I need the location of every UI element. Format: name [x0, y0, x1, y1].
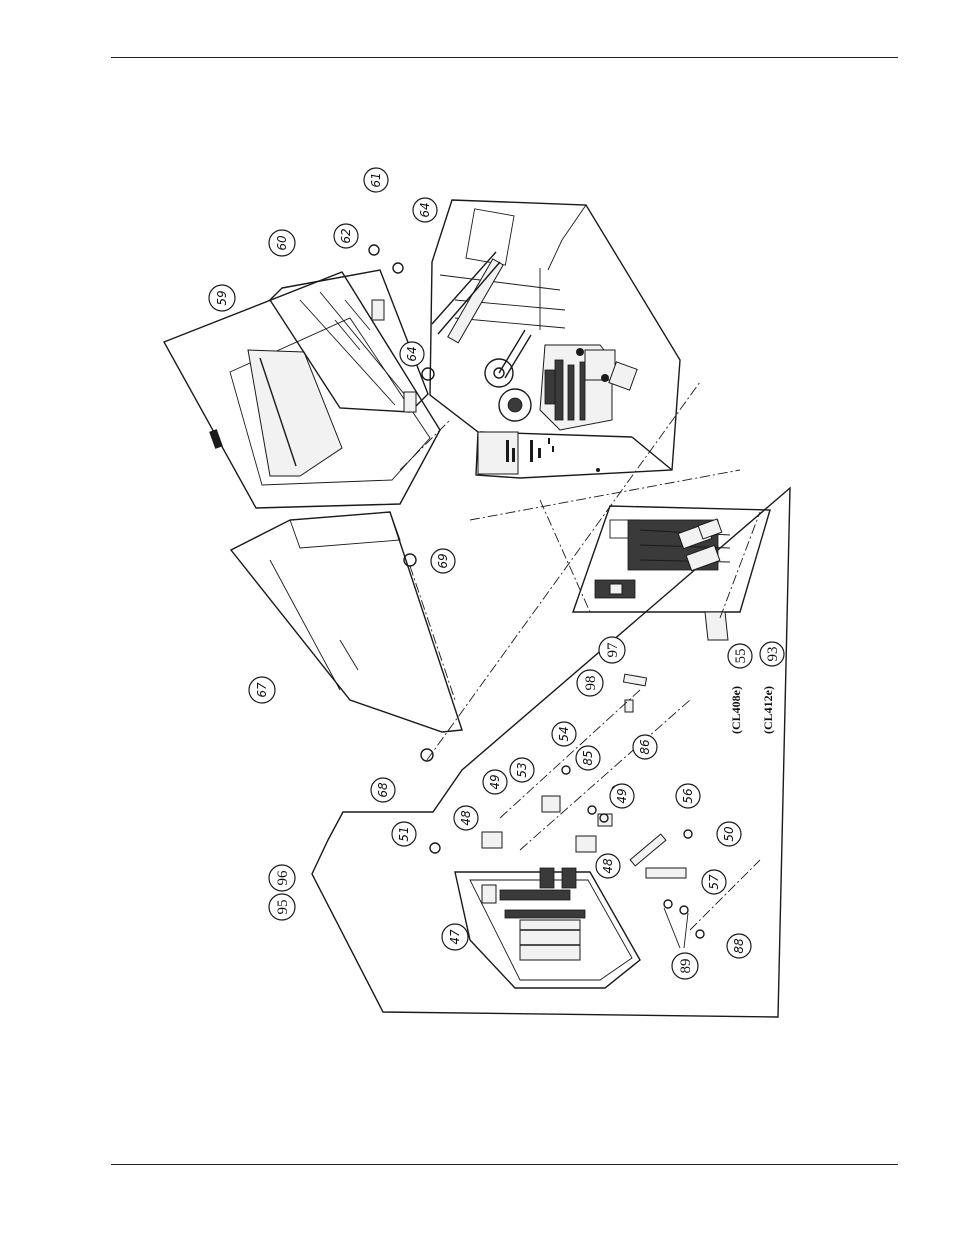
callout-95-label: 95	[275, 900, 291, 915]
callout-54-label: 54	[557, 726, 571, 741]
callout-88-label: 88	[732, 938, 746, 954]
callout-97: 97	[598, 636, 626, 664]
callout-68-label: 68	[376, 782, 390, 798]
callout-56: 56	[675, 783, 701, 809]
callout-98: 98	[576, 669, 604, 697]
callout-53: 53	[509, 757, 535, 783]
leader-lines	[399, 381, 761, 949]
callout-62: 62	[333, 223, 359, 249]
callout-53-label: 53	[515, 762, 529, 777]
side-panel-67	[229, 511, 463, 733]
callout-64-b: 64	[399, 341, 425, 367]
callout-48-b-label: 48	[601, 858, 615, 874]
callout-49-b: 49	[609, 783, 635, 809]
callout-97-label: 97	[605, 642, 621, 658]
callout-54: 54	[551, 721, 577, 747]
callout-61: 61	[363, 167, 389, 193]
callout-60-label: 60	[275, 235, 289, 251]
callout-88: 88	[726, 933, 752, 959]
callout-56-label: 56	[681, 788, 695, 804]
assembly-frame-95-96	[311, 486, 791, 1018]
callout-50: 50	[716, 821, 742, 847]
callout-59: 59	[208, 284, 236, 312]
callout-95: 95	[268, 893, 296, 921]
window-60	[269, 269, 429, 413]
callout-64-a-label: 64	[418, 202, 432, 217]
callout-49-a-label: 49	[488, 774, 502, 789]
callout-62-label: 62	[339, 228, 353, 243]
model-labels: (CL408e) (CL412e)	[729, 686, 775, 734]
callout-96: 96	[268, 864, 296, 892]
small-parts	[368, 244, 705, 939]
callout-85: 85	[575, 745, 601, 771]
top-rule	[111, 57, 898, 58]
callout-86: 86	[632, 734, 658, 760]
callout-55: 55	[727, 643, 753, 669]
callout-61-label: 61	[369, 172, 383, 187]
callout-67: 67	[248, 676, 276, 704]
callout-48-a: 48	[453, 805, 479, 831]
callout-96-label: 96	[275, 870, 291, 886]
callout-48-a-label: 48	[459, 810, 473, 826]
callout-93-label: 93	[765, 647, 781, 662]
main-board-55-93	[572, 505, 771, 641]
callout-68: 68	[370, 777, 396, 803]
callout-89: 89	[671, 952, 699, 980]
callout-64-a: 64	[412, 197, 438, 223]
callout-98-label: 98	[583, 676, 599, 691]
callout-51: 51	[391, 821, 417, 847]
callout-93: 93	[759, 641, 785, 667]
top-cover-59	[163, 271, 441, 509]
model-cl408e-label: (CL408e)	[729, 686, 743, 734]
frame-assembly-47	[454, 867, 641, 989]
callout-64-b-label: 64	[405, 346, 419, 361]
callout-51-label: 51	[397, 826, 411, 841]
callout-69-label: 69	[436, 553, 450, 568]
callout-89-label: 89	[678, 959, 694, 974]
callout-49-b-label: 49	[615, 788, 629, 803]
callout-57-label: 57	[707, 874, 721, 890]
callout-69: 69	[430, 548, 456, 574]
main-chassis	[429, 199, 681, 479]
callout-67-label: 67	[255, 682, 269, 698]
callout-59-label: 59	[215, 290, 229, 305]
callout-85-label: 85	[581, 750, 595, 765]
callout-57: 57	[701, 869, 727, 895]
callout-49-a: 49	[482, 769, 508, 795]
callout-47-label: 47	[448, 929, 462, 945]
callout-48-b: 48	[595, 853, 621, 879]
callout-55-label: 55	[733, 649, 749, 664]
model-cl412e-label: (CL412e)	[761, 686, 775, 734]
callout-86-label: 86	[638, 739, 652, 755]
callout-60: 60	[268, 229, 296, 257]
callout-47: 47	[441, 923, 469, 951]
bottom-rule	[111, 1164, 898, 1165]
callout-50-label: 50	[722, 826, 736, 842]
